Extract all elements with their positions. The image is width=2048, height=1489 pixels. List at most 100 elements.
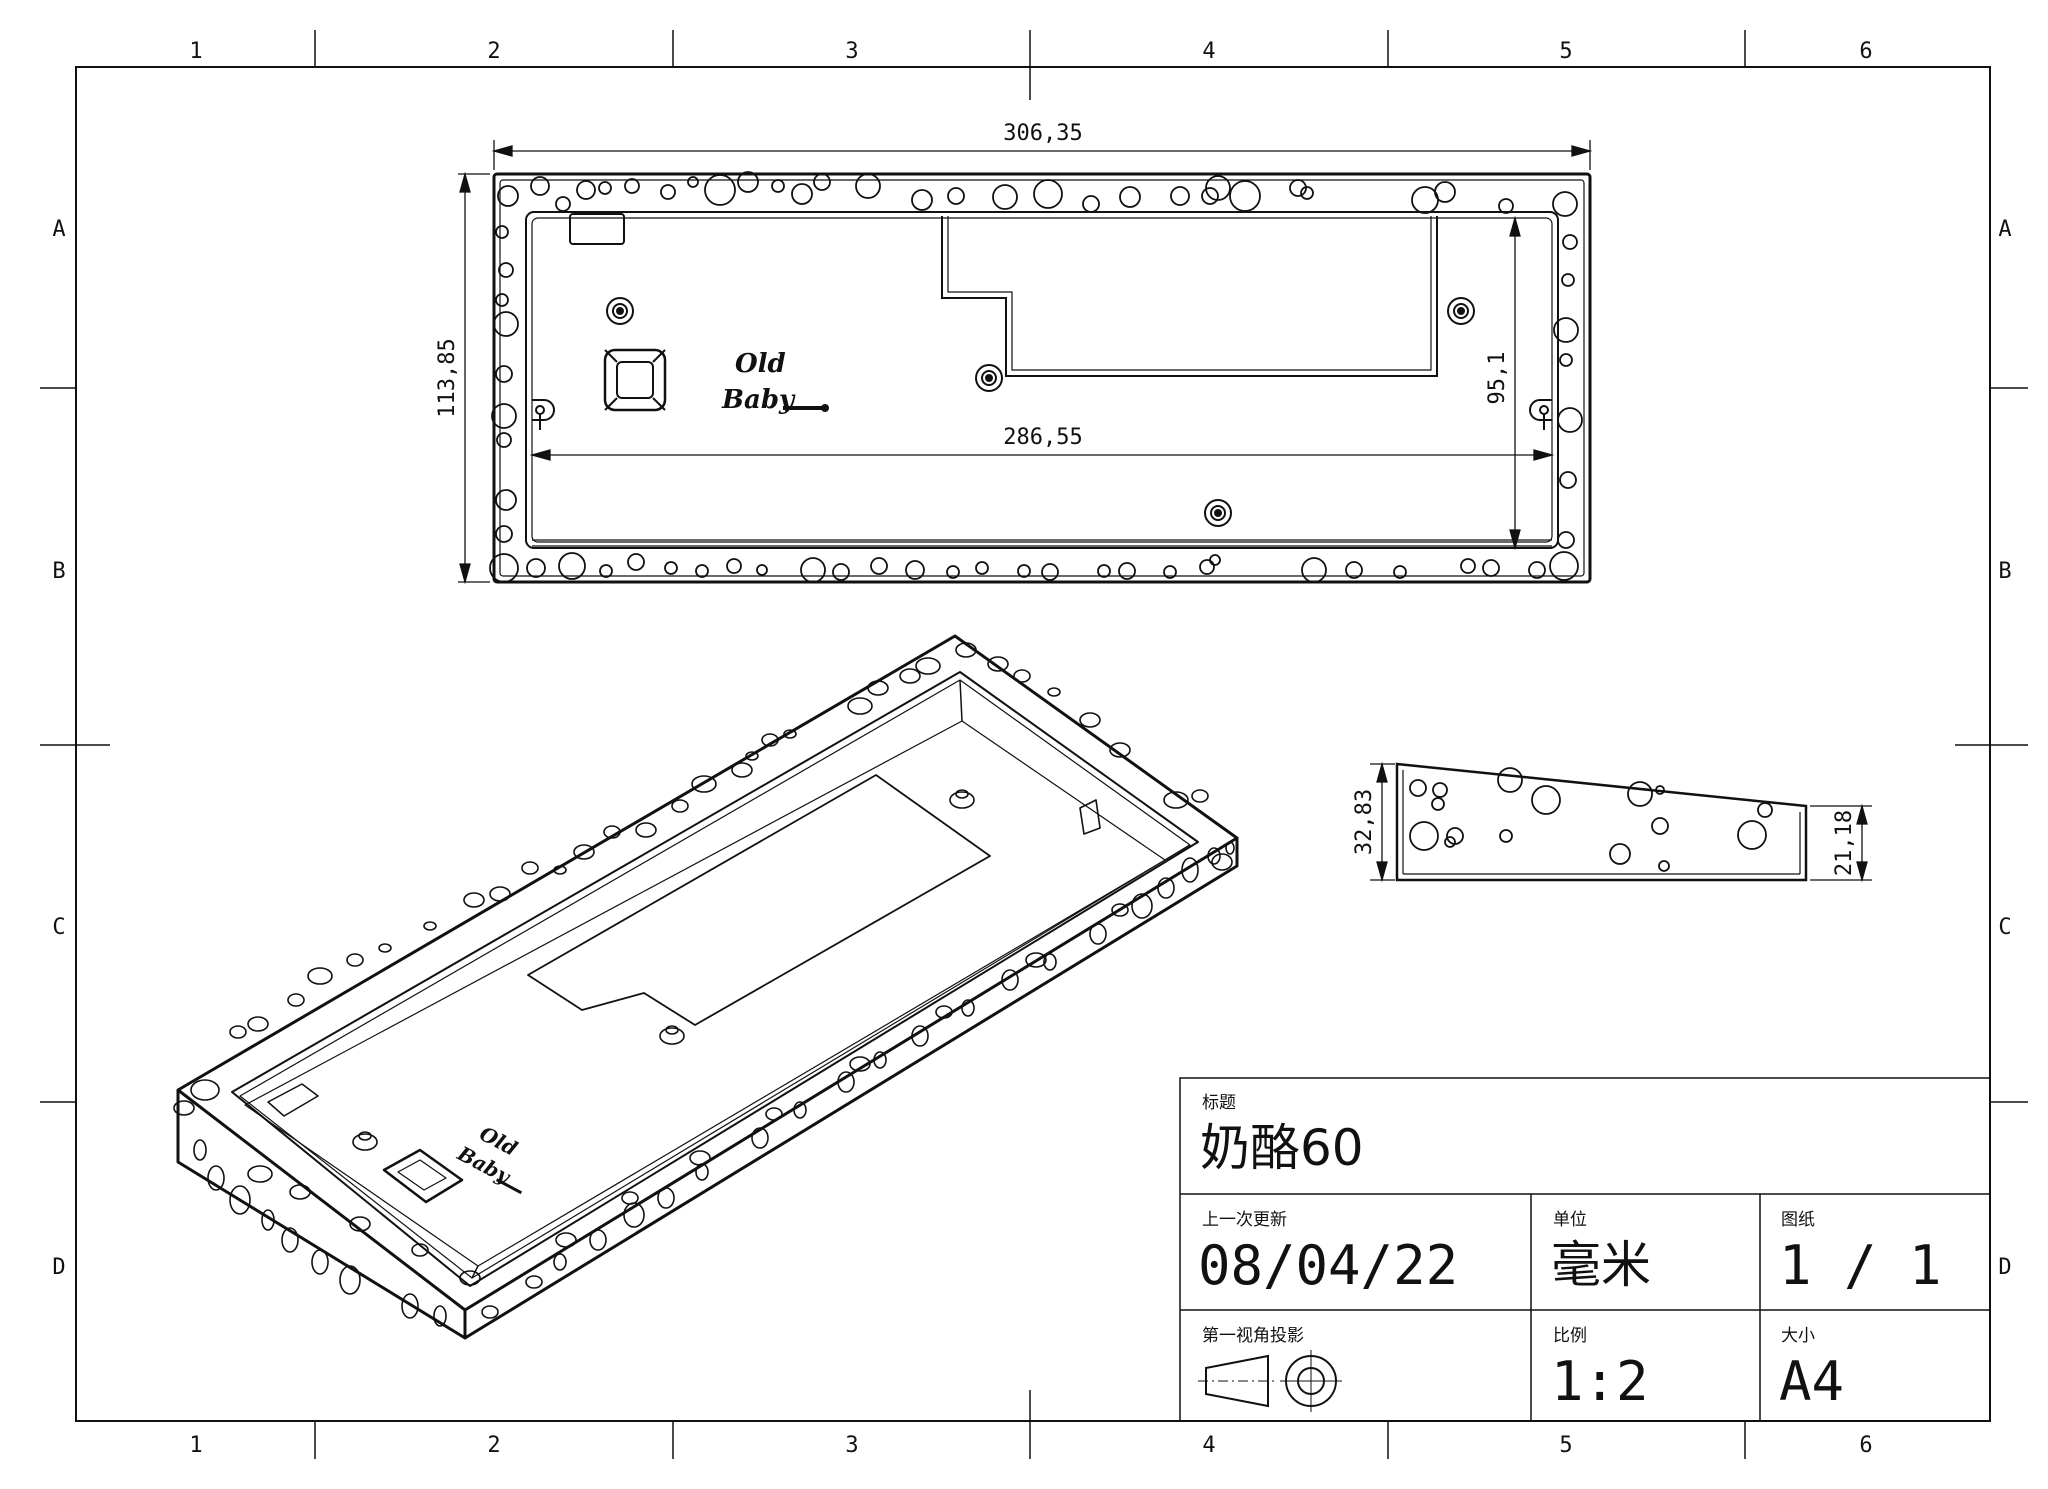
- cheese-hole: [491, 403, 517, 429]
- cheese-hole: [1041, 563, 1059, 581]
- cheese-hole: [627, 553, 645, 571]
- cheese-hole: [849, 1056, 871, 1072]
- top-view-rim: [499, 179, 1585, 577]
- cheese-hole: [947, 187, 965, 205]
- cheese-hole: [1562, 234, 1578, 250]
- cheese-hole: [598, 181, 612, 195]
- cheese-hole: [867, 680, 889, 696]
- cheese-hole: [493, 311, 519, 337]
- cheese-hole: [349, 1216, 371, 1232]
- iso-square-switch: [382, 1148, 464, 1204]
- cheese-hole: [1498, 198, 1514, 214]
- cheese-hole: [687, 176, 699, 188]
- side-view: [1395, 762, 1808, 882]
- cheese-hole: [695, 1163, 709, 1181]
- usb-cutout: [941, 216, 1438, 377]
- cheese-hole: [1209, 554, 1221, 566]
- top-view-square-switch: [603, 348, 667, 412]
- cheese-hole: [911, 1025, 929, 1047]
- grid-labels-bottom: 1 2 3 4 5 6: [189, 1433, 1872, 1458]
- cheese-hole: [1211, 853, 1233, 871]
- cheese-hole: [870, 557, 888, 575]
- cheese-hole: [975, 561, 989, 575]
- dim-top-inner-width: 286,55: [1003, 425, 1082, 450]
- cheese-hole: [1737, 820, 1767, 850]
- cheese-hole: [1609, 843, 1631, 865]
- cheese-hole: [1393, 565, 1407, 579]
- cheese-hole: [555, 196, 571, 212]
- row-dividers: [40, 387, 2028, 1103]
- column-dividers: [314, 30, 1746, 1459]
- grid-labels-top: 1 2 3 4 5 6: [189, 39, 1872, 64]
- cheese-hole: [1229, 180, 1261, 212]
- cheese-hole: [1482, 559, 1500, 577]
- logo-line2: Baby: [721, 385, 796, 415]
- title-value: 奶酪60: [1200, 1119, 1364, 1177]
- cheese-hole: [1651, 817, 1669, 835]
- cheese-hole: [1163, 565, 1177, 579]
- cheese-hole: [433, 1305, 447, 1327]
- cheese-hole: [1199, 559, 1215, 575]
- side-dimensions: [1370, 761, 1872, 883]
- col-label-3: 3: [845, 39, 858, 64]
- cheese-hole: [495, 489, 517, 511]
- row-label-a: A: [52, 217, 65, 242]
- cheese-hole: [489, 553, 519, 583]
- row-label-c: C: [52, 915, 65, 940]
- cheese-hole: [281, 1227, 299, 1253]
- iso-front-face: [176, 1090, 467, 1340]
- cheese-hole: [1079, 712, 1101, 728]
- cheese-hole: [689, 1150, 711, 1166]
- row-label-b: B: [52, 559, 65, 584]
- cheese-hole: [1409, 779, 1427, 797]
- drawing-border: [75, 66, 1991, 1422]
- dim-top-inner-height: 95,1: [1485, 352, 1510, 405]
- cheese-hole: [837, 1071, 855, 1093]
- cheese-hole: [761, 733, 779, 747]
- cheese-hole: [671, 799, 689, 813]
- cheese-hole: [1559, 353, 1573, 367]
- cheese-hole: [190, 1079, 220, 1101]
- row-label-c-right: C: [1998, 915, 2011, 940]
- row-label-b-right: B: [1998, 559, 2011, 584]
- col-label-2-bottom: 2: [487, 1433, 500, 1458]
- iso-right-face: [464, 838, 1239, 1340]
- cheese-hole: [573, 844, 595, 860]
- iso-usb-cutout: [527, 774, 991, 1026]
- cheese-hole: [247, 1165, 273, 1183]
- dim-top-overall-height: 113,85: [435, 338, 460, 417]
- cheese-hole: [791, 183, 813, 205]
- cheese-hole: [346, 953, 364, 967]
- cheese-hole: [832, 563, 850, 581]
- cheese-hole: [1118, 562, 1136, 580]
- cheese-hole: [1528, 561, 1546, 579]
- row-label-d: D: [52, 1255, 65, 1280]
- sheet-label: 图纸: [1781, 1210, 1815, 1230]
- cheese-hole: [691, 775, 717, 793]
- grid-labels-left: A B C D: [52, 217, 65, 1280]
- cheese-hole: [289, 1184, 311, 1200]
- cheese-hole: [1089, 923, 1107, 945]
- iso-inner-top: [231, 671, 1199, 1287]
- cheese-hole: [229, 1185, 251, 1215]
- cheese-hole: [1097, 564, 1111, 578]
- cheese-hole: [1111, 903, 1129, 917]
- cheese-hole: [401, 1293, 419, 1319]
- top-view-outer: [492, 172, 1592, 584]
- cheese-hole: [481, 1305, 499, 1319]
- cheese-hole: [987, 656, 1009, 672]
- scale-value: 1:2: [1551, 1350, 1649, 1413]
- cheese-hole: [495, 293, 509, 307]
- top-view-wall-inner: [531, 217, 1553, 543]
- top-left-notch: [569, 213, 625, 245]
- cheese-hole: [1557, 531, 1575, 549]
- cheese-hole: [1345, 561, 1363, 579]
- cheese-hole: [496, 432, 512, 448]
- top-view-screw-holes: [606, 297, 1475, 527]
- cheese-hole: [1225, 841, 1235, 855]
- cheese-hole: [1289, 179, 1307, 197]
- cheese-hole: [589, 1229, 607, 1251]
- cheese-hole: [657, 1187, 675, 1209]
- updated-label: 上一次更新: [1202, 1210, 1287, 1230]
